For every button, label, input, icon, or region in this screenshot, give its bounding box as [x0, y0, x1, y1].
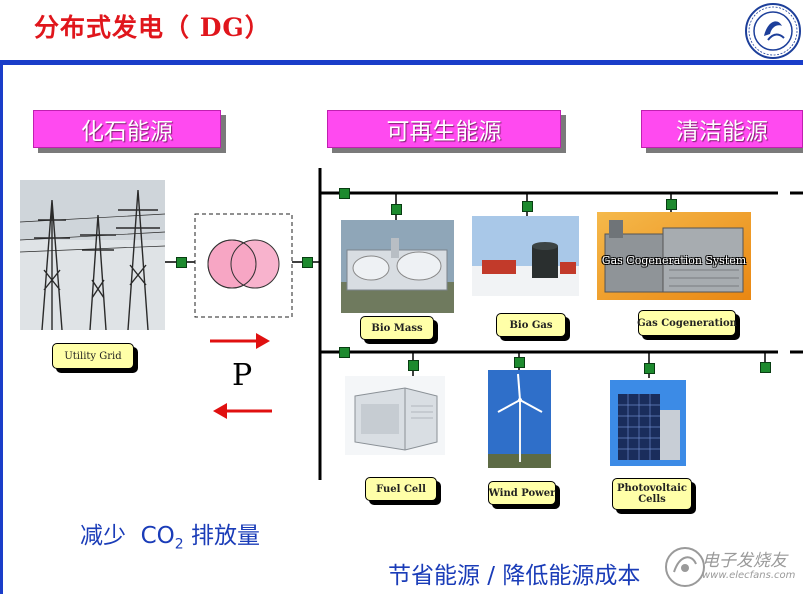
watermark-text: 电子发烧友: [702, 551, 787, 571]
reduce-co2-text: 减少 CO2 排放量: [80, 516, 260, 553]
power-flow-symbol: P: [232, 358, 253, 393]
wind-power-node: [514, 357, 525, 368]
reduce-suffix: 排放量: [191, 523, 261, 549]
clean-energy-banner: 清洁能源: [641, 110, 803, 148]
wind-power-photo: [488, 370, 551, 468]
watermark-logo-icon: [665, 547, 705, 587]
gas-cogeneration-system-caption: Gas Cogeneration System: [601, 254, 747, 267]
fuel-cell-node: [408, 360, 419, 371]
bio-mass-photo: [341, 220, 454, 313]
reduce-prefix: 减少: [80, 523, 126, 549]
save-energy-text: 节省能源 / 降低能源成本: [388, 563, 641, 589]
bio-mass-node: [391, 204, 402, 215]
wind-power-label: Wind Power: [488, 481, 556, 505]
bio-gas-node: [522, 201, 533, 212]
fossil-energy-banner: 化石能源: [33, 110, 221, 148]
lower-bus-node: [339, 347, 350, 358]
photovoltaic-node: [644, 363, 655, 374]
gas-cogeneration-photo: Gas Cogeneration System: [597, 212, 751, 300]
bio-gas-label: Bio Gas: [496, 313, 566, 337]
co2-subscript: 2: [174, 536, 184, 553]
bus-connection-node: [302, 257, 313, 268]
page-title: 分布式发电（ DG）: [34, 13, 271, 42]
bio-gas-photo: [472, 216, 579, 296]
left-rule: [0, 65, 3, 594]
fuel-cell-label: Fuel Cell: [365, 477, 437, 501]
fuel-cell-photo: [345, 376, 445, 455]
renewable-energy-banner: 可再生能源: [327, 110, 561, 148]
gas-cogeneration-label: Gas Cogeneration: [637, 310, 737, 336]
spare-bus-node: [760, 362, 771, 373]
utility-grid-label: Utility Grid: [52, 343, 134, 369]
photovoltaic-label-line2: Cells: [638, 494, 666, 505]
photovoltaic-photo: [610, 380, 686, 466]
upper-bus-node: [339, 188, 350, 199]
grid-connection-node: [176, 257, 187, 268]
photovoltaic-label-line1: Photovoltaic: [616, 483, 687, 494]
watermark: 电子发烧友 www.elecfans.com: [662, 544, 802, 590]
header-rule: [0, 60, 803, 65]
bio-mass-label: Bio Mass: [360, 316, 434, 340]
gas-cogeneration-node: [666, 199, 677, 210]
co-text: CO: [140, 523, 175, 549]
utility-grid-photo: [20, 180, 165, 330]
watermark-url: www.elecfans.com: [702, 570, 796, 581]
university-seal-logo: [744, 2, 802, 60]
photovoltaic-label: Photovoltaic Cells: [612, 478, 692, 510]
